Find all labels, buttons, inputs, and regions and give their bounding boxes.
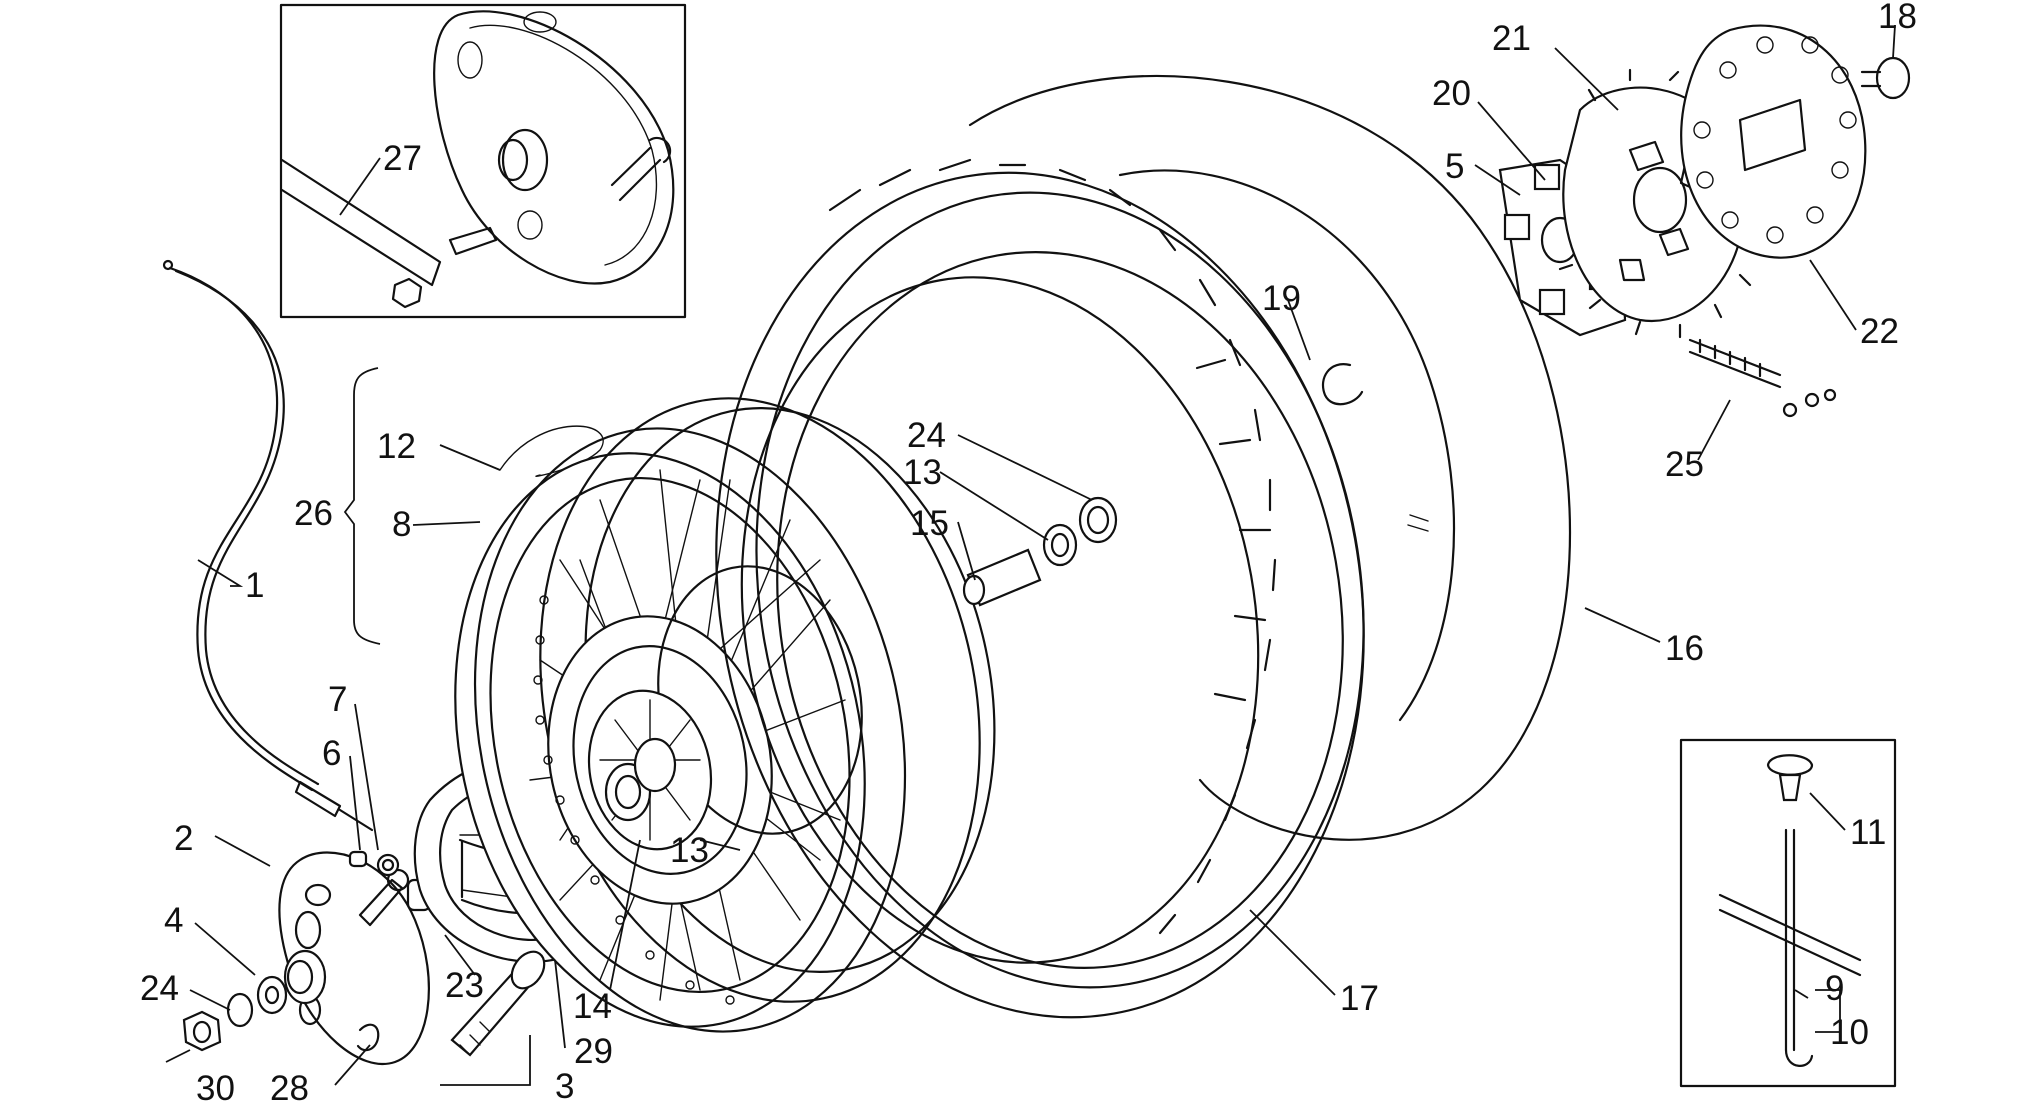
label-3: 3 [555, 1067, 574, 1106]
label-25: 25 [1665, 445, 1704, 484]
brake-backing-plate [278, 851, 430, 1065]
label-6: 6 [322, 734, 341, 773]
label-11: 11 [1850, 813, 1886, 852]
callout-labels: 1 2 3 4 5 6 7 8 9 10 11 12 13 13 14 15 1… [140, 0, 1917, 1107]
label-13b: 13 [670, 831, 709, 870]
tyre [715, 158, 1365, 1019]
sprocket-assembly [1498, 24, 1911, 418]
label-23: 23 [445, 966, 484, 1005]
inner-tube [968, 75, 1572, 841]
label-7: 7 [328, 680, 347, 719]
label-16: 16 [1665, 629, 1704, 668]
label-18: 18 [1878, 0, 1917, 36]
label-4: 4 [164, 901, 183, 940]
label-30: 30 [196, 1069, 235, 1107]
label-1: 1 [245, 566, 264, 605]
label-9: 9 [1825, 969, 1844, 1008]
axle-nut-washers [182, 975, 288, 1052]
label-14: 14 [573, 987, 612, 1026]
label-24b: 24 [140, 969, 179, 1008]
label-19: 19 [1262, 279, 1301, 318]
wheel-axle [450, 950, 546, 1057]
label-21: 21 [1492, 19, 1531, 58]
label-29: 29 [574, 1032, 613, 1071]
circlip [1322, 363, 1364, 406]
label-10: 10 [1830, 1013, 1869, 1052]
label-5: 5 [1445, 147, 1464, 186]
hub-bearings-spacer [962, 496, 1118, 607]
label-13a: 13 [903, 453, 942, 492]
label-8: 8 [392, 505, 411, 544]
label-12: 12 [377, 427, 416, 466]
label-22: 22 [1860, 312, 1899, 351]
label-17: 17 [1340, 979, 1379, 1018]
label-15: 15 [910, 504, 949, 543]
label-28: 28 [270, 1069, 309, 1107]
label-2: 2 [174, 819, 193, 858]
label-20: 20 [1432, 74, 1471, 113]
group-bracket-9-10 [1815, 989, 1841, 1033]
label-27: 27 [383, 139, 422, 178]
wheel-rim-spokes [454, 397, 996, 1033]
label-24a: 24 [907, 416, 946, 455]
group-bracket-26 [343, 367, 381, 645]
inset-spoke-detail [1679, 738, 1897, 1088]
inset-brake-plate-detail [279, 3, 687, 319]
leader-lines [165, 24, 1896, 1086]
label-26: 26 [294, 494, 333, 533]
